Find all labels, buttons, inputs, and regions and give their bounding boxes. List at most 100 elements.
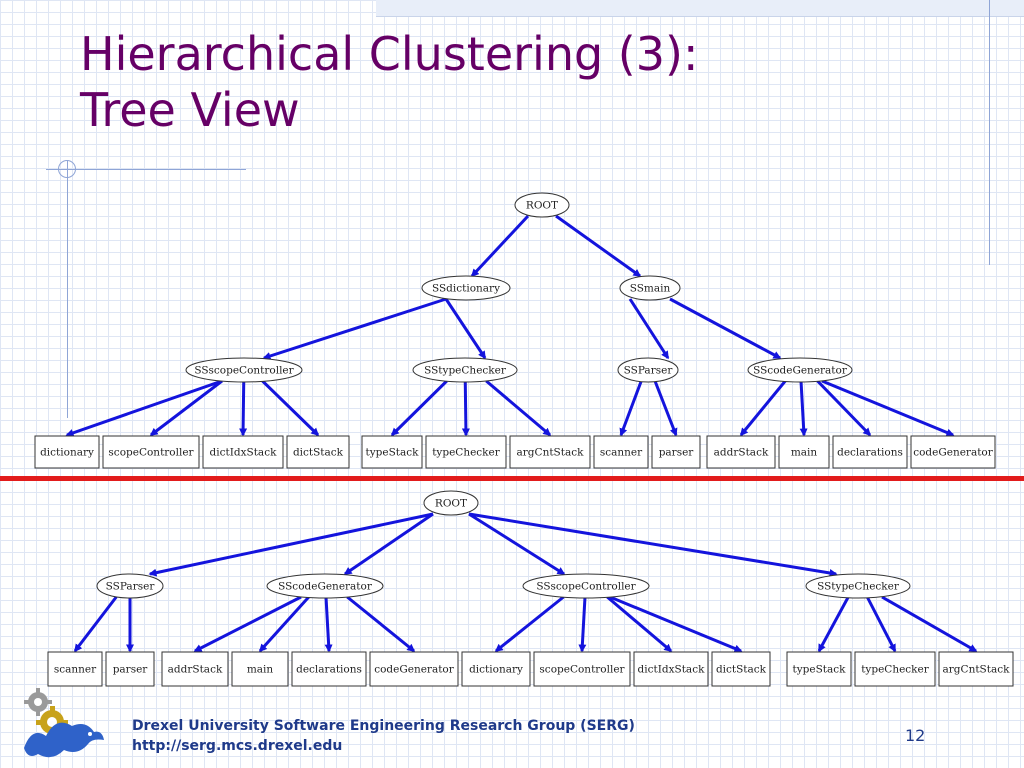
leaf-node-box [231, 651, 289, 687]
leaf-node-label: typeChecker [861, 664, 930, 676]
leaf-node-label: addrStack [714, 447, 769, 459]
subcluster-node-sstype-checker: SStypeChecker [412, 357, 518, 383]
footer: Drexel University Software Engineering R… [132, 716, 635, 756]
decor-crosshair-circle [58, 160, 76, 178]
leaf-node-box [34, 435, 100, 469]
leaf-node-scanner: scanner [593, 435, 649, 469]
leaf-node-label: typeStack [365, 447, 419, 459]
leaf-node-box [369, 651, 459, 687]
cluster-node-ssparser: SSParser [96, 573, 164, 599]
leaf-node-type-checker: typeChecker [854, 651, 936, 687]
leaf-node-box [533, 651, 631, 687]
leaf-node-parser: parser [651, 435, 701, 469]
tree-edge [578, 596, 587, 653]
leaf-node-box [461, 651, 531, 687]
tree-edge [261, 379, 320, 437]
slide-title: Hierarchical Clustering (3): Tree View [80, 26, 698, 138]
root-node-root: ROOT [514, 192, 570, 218]
leaf-node-box [786, 651, 852, 687]
leaf-node-label: argCntStack [517, 447, 585, 459]
leaf-node-dict-stack: dictStack [286, 435, 350, 469]
leaf-node-label: dictionary [469, 664, 523, 676]
leaf-node-label: typeStack [792, 664, 846, 676]
root-node-label: ROOT [526, 200, 558, 212]
leaf-node-dict-idx-stack: dictIdxStack [202, 435, 284, 469]
leaf-node-box [105, 651, 155, 687]
slide-title-line-1: Hierarchical Clustering (3): [80, 27, 699, 81]
leaf-node-box [286, 435, 350, 469]
tree-edge [343, 512, 434, 576]
tree-edge [193, 595, 302, 653]
leaf-node-scanner: scanner [47, 651, 103, 687]
subcluster-node-label: SStypeChecker [424, 365, 507, 377]
tree-edge [468, 512, 838, 577]
tree-edge [258, 595, 310, 653]
tree-divider [0, 476, 1024, 481]
decor-horizontal-line [46, 169, 246, 170]
root-node-shape [514, 192, 570, 218]
leaf-node-dictionary: dictionary [34, 435, 100, 469]
cluster-node-label: SSmain [630, 283, 671, 295]
root-node-label: ROOT [435, 498, 467, 510]
subcluster-node-shape [747, 357, 853, 383]
leaf-node-label: scanner [54, 664, 97, 676]
subcluster-node-sscode-generator: SScodeGenerator [747, 357, 853, 383]
footer-url[interactable]: http://serg.mcs.drexel.edu [132, 738, 343, 754]
tree-edge [817, 596, 850, 653]
leaf-node-box [425, 435, 507, 469]
tree-edge [606, 595, 673, 653]
leaf-node-label: parser [113, 664, 149, 676]
leaf-node-code-generator: codeGenerator [910, 435, 996, 469]
leaf-node-box [651, 435, 701, 469]
tree-edge [461, 380, 470, 437]
leaf-node-label: scopeController [539, 664, 625, 676]
cluster-node-ssdictionary: SSdictionary [421, 275, 511, 301]
leaf-node-label: dictStack [293, 447, 344, 459]
leaf-node-label: dictStack [716, 664, 767, 676]
tree-edge [485, 379, 552, 437]
leaf-node-label: parser [659, 447, 695, 459]
leaf-node-box [706, 435, 776, 469]
leaf-node-type-stack: typeStack [361, 435, 423, 469]
leaf-node-parser: parser [105, 651, 155, 687]
leaf-node-addr-stack: addrStack [161, 651, 229, 687]
tree-edge [65, 379, 223, 437]
leaf-node-box [291, 651, 367, 687]
footer-org-name: Drexel University Software Engineering R… [132, 718, 635, 734]
leaf-node-box [711, 651, 771, 687]
decor-vertical-line-left [67, 160, 68, 418]
leaf-node-box [47, 651, 103, 687]
cluster-node-label: SStypeChecker [817, 581, 900, 593]
subcluster-node-label: SScodeGenerator [753, 365, 848, 377]
leaf-node-arg-cnt-stack: argCntStack [938, 651, 1014, 687]
leaf-node-label: declarations [837, 447, 903, 459]
tree-edge [628, 298, 670, 360]
leaf-node-label: scopeController [108, 447, 194, 459]
leaf-node-code-generator: codeGenerator [369, 651, 459, 687]
cluster-node-label: SScodeGenerator [278, 581, 373, 593]
tree-edge [653, 380, 678, 437]
tree-edge [799, 380, 808, 437]
tree-edge [73, 596, 118, 653]
cluster-node-label: SSscopeController [536, 581, 636, 593]
leaf-node-label: dictionary [40, 447, 94, 459]
leaf-node-label: dictIdxStack [638, 664, 706, 676]
leaf-node-box [778, 435, 830, 469]
cluster-node-ssmain: SSmain [619, 275, 681, 301]
gear-dragon-logo-icon [24, 688, 104, 758]
leaf-node-box [633, 651, 709, 687]
leaf-node-arg-cnt-stack: argCntStack [509, 435, 591, 469]
leaf-node-box [509, 435, 591, 469]
tree-edge [555, 214, 642, 278]
subcluster-node-label: SSscopeController [194, 365, 294, 377]
page-number: 12 [905, 726, 926, 745]
tree-edge [262, 297, 447, 360]
tree-edge [821, 379, 955, 437]
root-node-root: ROOT [423, 490, 479, 516]
cluster-node-shape [96, 573, 164, 599]
leaf-node-scope-controller: scopeController [102, 435, 200, 469]
tree-edge [324, 596, 333, 653]
leaf-node-label: argCntStack [943, 664, 1011, 676]
cluster-node-shape [619, 275, 681, 301]
tree-edge [619, 380, 643, 437]
